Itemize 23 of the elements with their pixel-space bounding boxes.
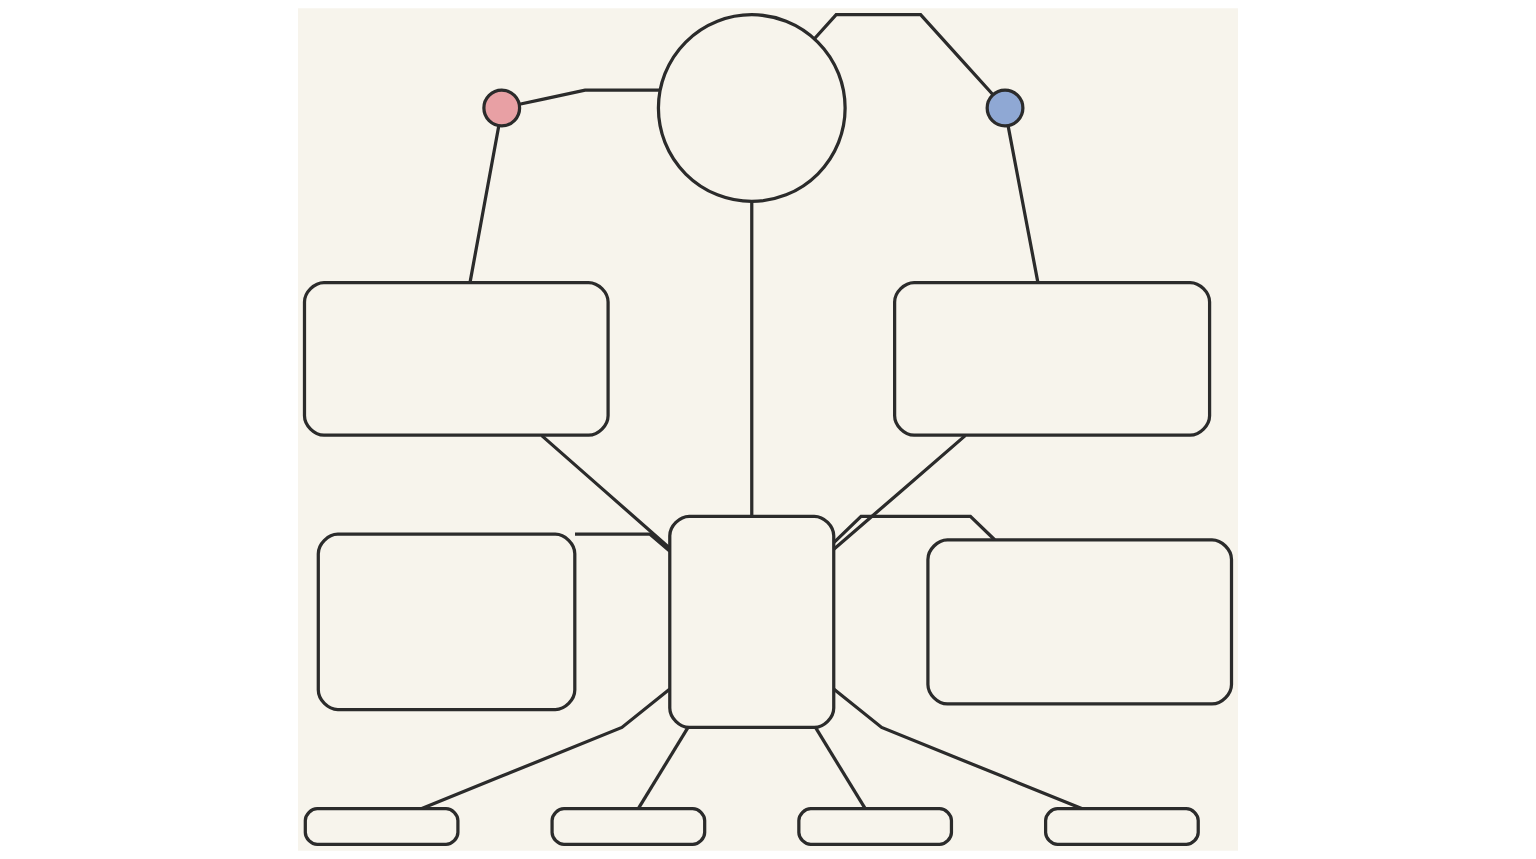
node-box bbox=[303, 806, 460, 846]
connector bbox=[519, 88, 661, 106]
connector bbox=[750, 201, 754, 516]
connector bbox=[814, 726, 867, 810]
node-box bbox=[550, 806, 707, 846]
connector bbox=[540, 434, 671, 550]
connector bbox=[832, 434, 967, 551]
node-box bbox=[302, 280, 610, 437]
connector bbox=[813, 13, 994, 96]
node-circle bbox=[656, 13, 847, 204]
node-box bbox=[1044, 806, 1200, 846]
connector bbox=[1006, 125, 1040, 283]
connector bbox=[832, 514, 996, 544]
node-circle bbox=[985, 88, 1025, 128]
node-box bbox=[316, 532, 577, 712]
connector bbox=[637, 726, 690, 810]
node-box bbox=[668, 514, 836, 730]
connector bbox=[468, 125, 501, 283]
node-box bbox=[893, 280, 1212, 437]
connector bbox=[575, 532, 671, 553]
node-box bbox=[797, 806, 954, 846]
node-circle bbox=[482, 88, 522, 128]
node-box bbox=[926, 538, 1234, 706]
